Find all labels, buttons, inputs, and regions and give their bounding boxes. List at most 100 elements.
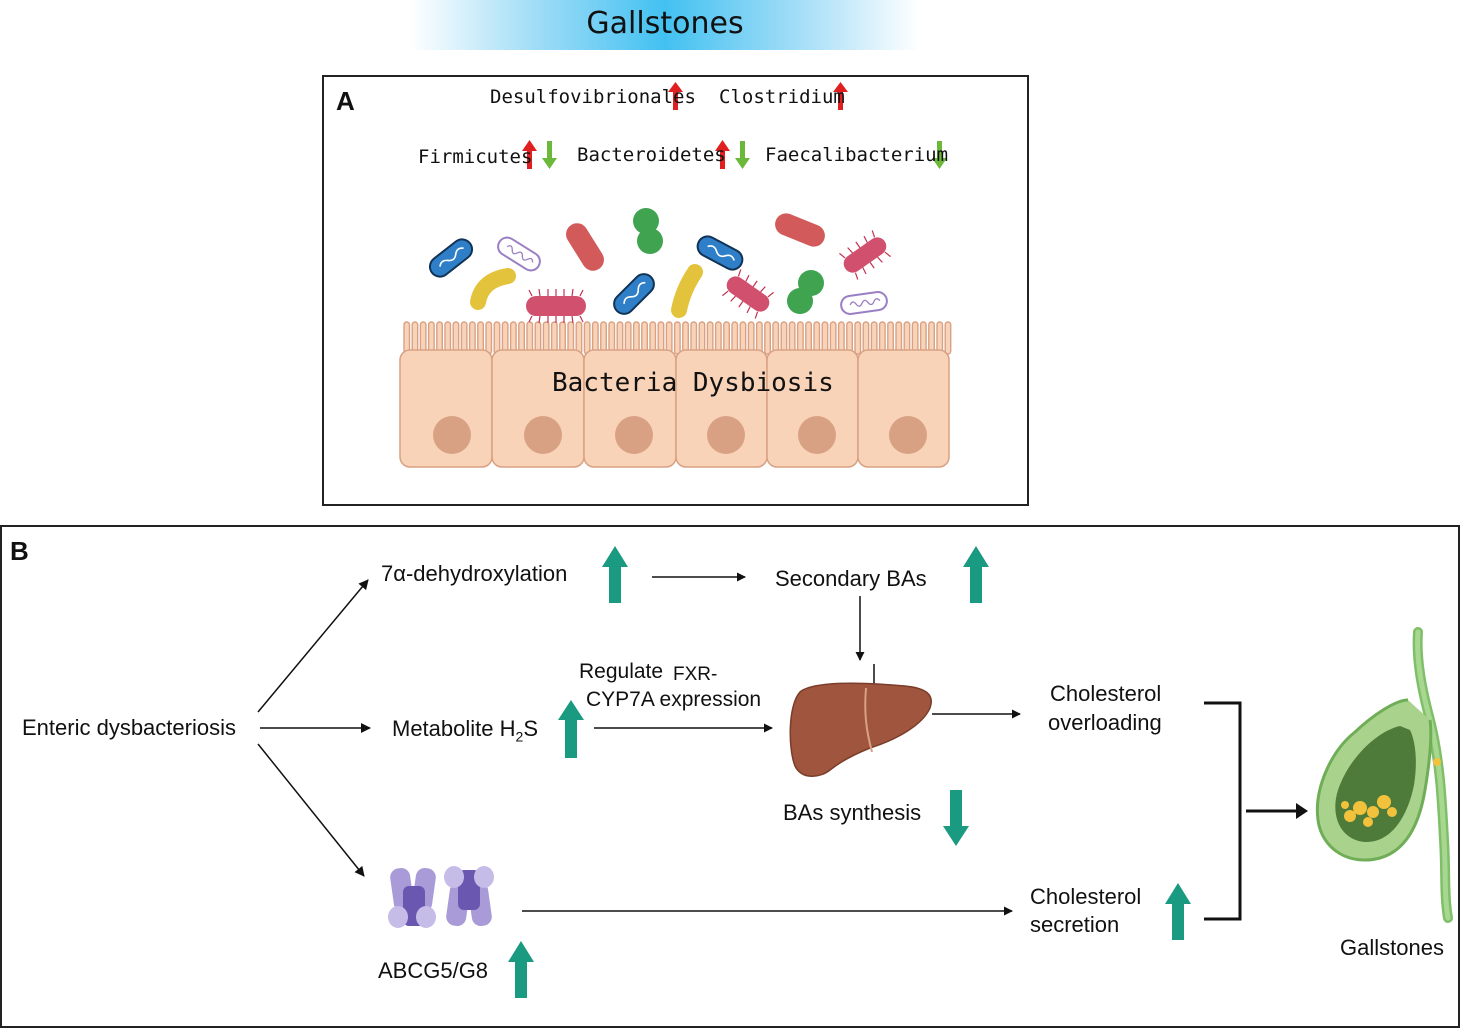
metabolite-text: Metabolite H xyxy=(392,716,516,741)
taxon-firmicutes: Firmicutes xyxy=(418,146,533,168)
microvillus xyxy=(805,321,812,355)
down-arrow-faecalibacterium xyxy=(932,141,947,169)
up-arrow-cholesterol-secretion xyxy=(1165,883,1191,940)
microvillus xyxy=(837,321,845,355)
epithelium xyxy=(399,321,952,468)
secondary-bas-label: Secondary BAs xyxy=(775,566,927,591)
microvillus xyxy=(624,321,632,355)
microvillus xyxy=(493,321,501,355)
abcg-label: ABCG5/G8 xyxy=(378,958,489,983)
cell-nucleus xyxy=(615,416,653,454)
panel-a-letter: A xyxy=(336,86,355,116)
microvillus xyxy=(764,321,771,355)
cell-nucleus xyxy=(889,416,927,454)
panel-b-frame xyxy=(0,525,1460,1028)
microvillus xyxy=(846,321,853,355)
flagellated-bacterium xyxy=(722,269,774,319)
regulate-fxr-label: FXR- xyxy=(673,664,718,685)
microvillus xyxy=(903,321,911,355)
microvillus xyxy=(567,321,575,355)
green-diplococcus xyxy=(787,270,824,314)
down-arrow-bacteroidetes xyxy=(735,141,750,169)
microvillus xyxy=(665,321,673,355)
microvillus xyxy=(870,321,878,355)
bacteria-cluster xyxy=(428,208,891,324)
blue-rod-bacterium xyxy=(696,235,744,271)
cholesterol-overloading-line1: Cholesterol xyxy=(1050,681,1162,706)
microvillus xyxy=(411,321,419,355)
microvillus xyxy=(690,321,698,355)
microvillus xyxy=(583,321,591,355)
microvillus xyxy=(731,321,739,355)
arrow-to-abcg xyxy=(257,743,365,877)
purple-rod-bacterium xyxy=(497,236,541,272)
microvillus xyxy=(739,321,747,355)
liver-illustration xyxy=(789,682,932,777)
microvillus xyxy=(723,321,730,355)
down-arrow-bas-synthesis xyxy=(943,790,969,846)
microvillus xyxy=(509,321,517,355)
microvillus xyxy=(436,321,443,355)
blue-rod-bacterium xyxy=(428,238,474,278)
microvillus xyxy=(526,321,534,355)
metabolite-subscript: 2 xyxy=(515,728,524,745)
flagellated-bacterium xyxy=(839,230,891,280)
microvillus xyxy=(485,321,493,355)
microvillus xyxy=(477,321,484,355)
microvillus xyxy=(813,321,821,355)
microvillus xyxy=(944,321,952,355)
microvillus xyxy=(460,321,468,355)
up-arrow-dehydroxylation xyxy=(602,546,628,603)
metabolite-h2s-label: Metabolite H2S xyxy=(392,716,538,744)
bas-synthesis-label: BAs synthesis xyxy=(783,800,922,825)
gallbladder-illustration xyxy=(1315,627,1453,923)
title-banner xyxy=(410,0,920,50)
cell-nucleus xyxy=(524,416,562,454)
cell-nucleus xyxy=(707,416,745,454)
microvillus xyxy=(928,321,935,355)
cholesterol-overloading-line2: overloading xyxy=(1048,710,1162,735)
microvillus xyxy=(788,321,796,355)
up-arrow-metabolite xyxy=(558,700,584,758)
yellow-curved-bacterium xyxy=(470,268,516,310)
microvillus xyxy=(854,321,862,355)
microvillus xyxy=(641,321,648,355)
microvillus xyxy=(895,321,903,355)
microvillus xyxy=(829,321,837,355)
panel-a-frame xyxy=(322,75,1029,506)
up-arrow-bacteroidetes xyxy=(715,140,730,169)
gallstones-label: Gallstones xyxy=(1340,935,1444,960)
microvillus xyxy=(780,321,788,355)
microvillus xyxy=(559,321,566,355)
microvillus xyxy=(673,321,681,355)
merge-bracket xyxy=(1204,701,1242,921)
microvillus xyxy=(616,321,624,355)
taxon-desulfovibrionales: Desulfovibrionales xyxy=(490,86,696,108)
purple-rod-bacterium xyxy=(840,291,888,315)
microvillus xyxy=(501,321,509,355)
microvillus xyxy=(632,321,640,355)
microvillus xyxy=(419,321,427,355)
taxon-clostridium: Clostridium xyxy=(719,86,845,108)
taxon-faecalibacterium: Faecalibacterium xyxy=(765,144,949,166)
microvillus xyxy=(887,321,894,355)
down-arrow-firmicutes xyxy=(542,141,557,169)
enteric-dysbacteriosis-label: Enteric dysbacteriosis xyxy=(22,715,236,740)
microvillus xyxy=(444,321,452,355)
up-arrow-clostridium xyxy=(833,82,848,110)
red-rod-bacterium xyxy=(775,213,825,247)
microvillus xyxy=(608,321,616,355)
microvilli xyxy=(403,321,952,355)
microvillus xyxy=(591,321,599,355)
metabolite-s: S xyxy=(523,716,538,741)
microvillus xyxy=(452,321,460,355)
red-rod-bacterium xyxy=(566,223,604,271)
cyp7a-expression-label: CYP7A expression xyxy=(586,688,762,711)
abcg-transporter-icon xyxy=(388,866,494,928)
microvillus xyxy=(862,321,870,355)
regulate-label: Regulate xyxy=(579,660,664,683)
green-diplococcus xyxy=(633,208,663,254)
microvillus xyxy=(796,321,804,355)
microvillus xyxy=(714,321,722,355)
